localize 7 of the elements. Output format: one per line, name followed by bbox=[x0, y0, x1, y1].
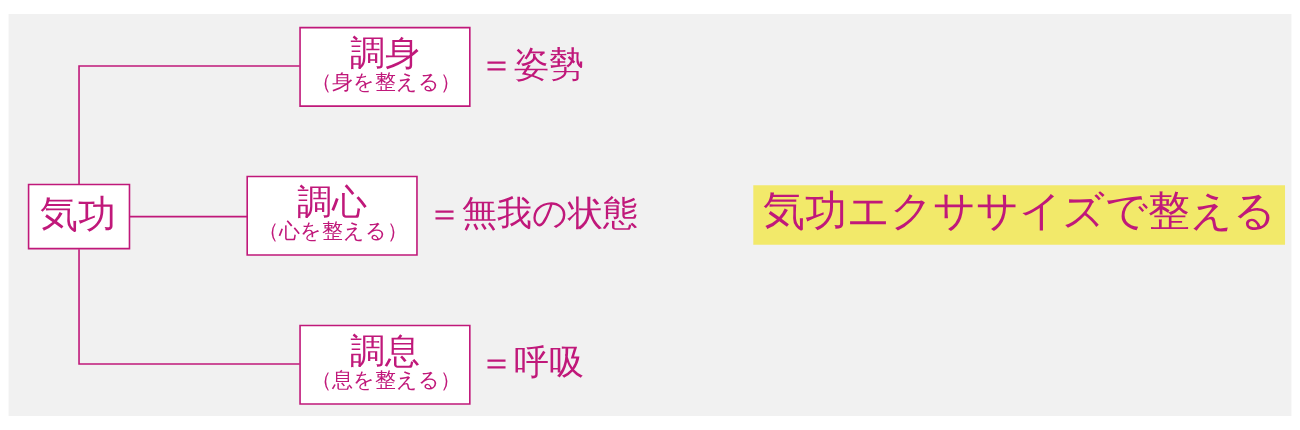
connector bbox=[128, 215, 248, 218]
node-label: ＝姿勢 bbox=[479, 42, 585, 84]
connector bbox=[78, 248, 301, 365]
connector bbox=[78, 65, 301, 185]
node-label: ＝呼吸 bbox=[479, 340, 585, 382]
label: 気功エクササイズで整える bbox=[762, 186, 1276, 236]
node-label: ＝無我の状態 bbox=[426, 191, 638, 233]
